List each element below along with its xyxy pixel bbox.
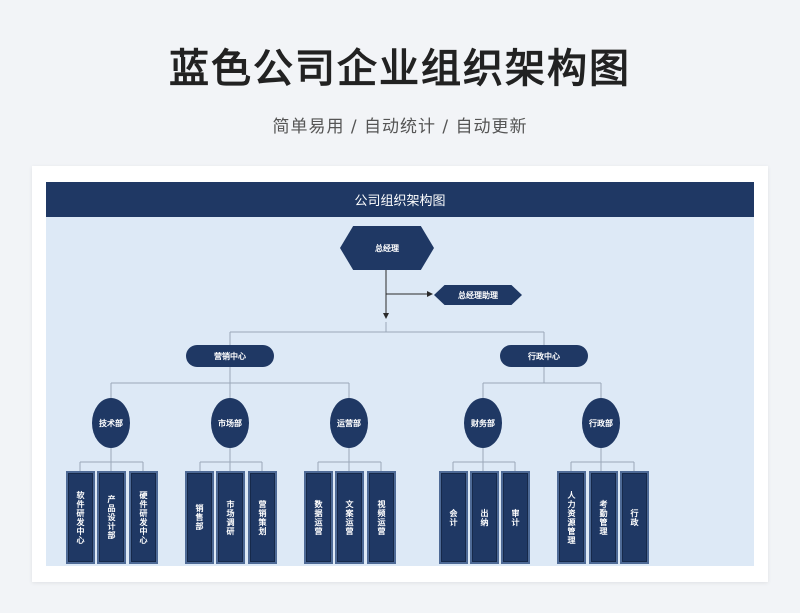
dept-node-finance: 财务部 bbox=[464, 398, 502, 448]
team-label: 考勤管理 bbox=[599, 499, 608, 536]
team-node: 硬件研发中心 bbox=[129, 471, 158, 564]
team-label: 软件研发中心 bbox=[76, 490, 85, 545]
team-node: 产品设计部 bbox=[97, 471, 126, 564]
team-label: 销售部 bbox=[195, 504, 204, 531]
dept-label: 行政部 bbox=[589, 418, 613, 428]
center-node-admin: 行政中心 bbox=[500, 345, 588, 367]
center-label: 营销中心 bbox=[214, 351, 246, 361]
team-node: 销售部 bbox=[185, 471, 214, 564]
dept-label: 运营部 bbox=[337, 418, 361, 428]
team-node: 视频运营 bbox=[367, 471, 396, 564]
team-node: 审计 bbox=[501, 471, 530, 564]
team-label: 硬件研发中心 bbox=[139, 490, 148, 545]
team-label: 行政 bbox=[630, 508, 639, 527]
page-subtitle: 简单易用 / 自动统计 / 自动更新 bbox=[272, 117, 528, 137]
assistant-node: 总经理助理 bbox=[434, 285, 522, 305]
dept-node-market: 市场部 bbox=[211, 398, 249, 448]
team-node: 人力资源管理 bbox=[557, 471, 586, 564]
dept-label: 技术部 bbox=[99, 418, 123, 428]
dept-label: 财务部 bbox=[471, 418, 495, 428]
team-node: 市场调研 bbox=[216, 471, 245, 564]
team-node: 营销策划 bbox=[248, 471, 277, 564]
team-label: 文案运营 bbox=[345, 499, 354, 536]
org-chart-header: 公司组织架构图 bbox=[46, 182, 754, 217]
dept-node-operations: 运营部 bbox=[330, 398, 368, 448]
page-title: 蓝色公司企业组织架构图 bbox=[169, 46, 631, 92]
general-manager-label: 总经理 bbox=[375, 243, 399, 253]
team-label: 产品设计部 bbox=[107, 495, 116, 540]
general-manager-node: 总经理 bbox=[340, 226, 434, 270]
team-node: 软件研发中心 bbox=[66, 471, 95, 564]
team-label: 会计 bbox=[449, 508, 458, 527]
team-label: 视频运营 bbox=[377, 499, 386, 536]
team-node: 考勤管理 bbox=[589, 471, 618, 564]
team-node: 数据运营 bbox=[304, 471, 333, 564]
team-label: 数据运营 bbox=[314, 499, 323, 536]
dept-node-tech: 技术部 bbox=[92, 398, 130, 448]
team-node: 行政 bbox=[620, 471, 649, 564]
team-label: 人力资源管理 bbox=[567, 490, 576, 545]
dept-node-administration: 行政部 bbox=[582, 398, 620, 448]
team-node: 出纳 bbox=[470, 471, 499, 564]
center-label: 行政中心 bbox=[528, 351, 560, 361]
team-label: 营销策划 bbox=[258, 499, 267, 536]
assistant-label: 总经理助理 bbox=[458, 290, 498, 300]
center-node-marketing: 营销中心 bbox=[186, 345, 274, 367]
team-label: 出纳 bbox=[480, 508, 489, 527]
dept-label: 市场部 bbox=[218, 418, 242, 428]
team-label: 市场调研 bbox=[226, 499, 235, 536]
team-node: 会计 bbox=[439, 471, 468, 564]
team-label: 审计 bbox=[511, 508, 520, 527]
team-node: 文案运营 bbox=[335, 471, 364, 564]
